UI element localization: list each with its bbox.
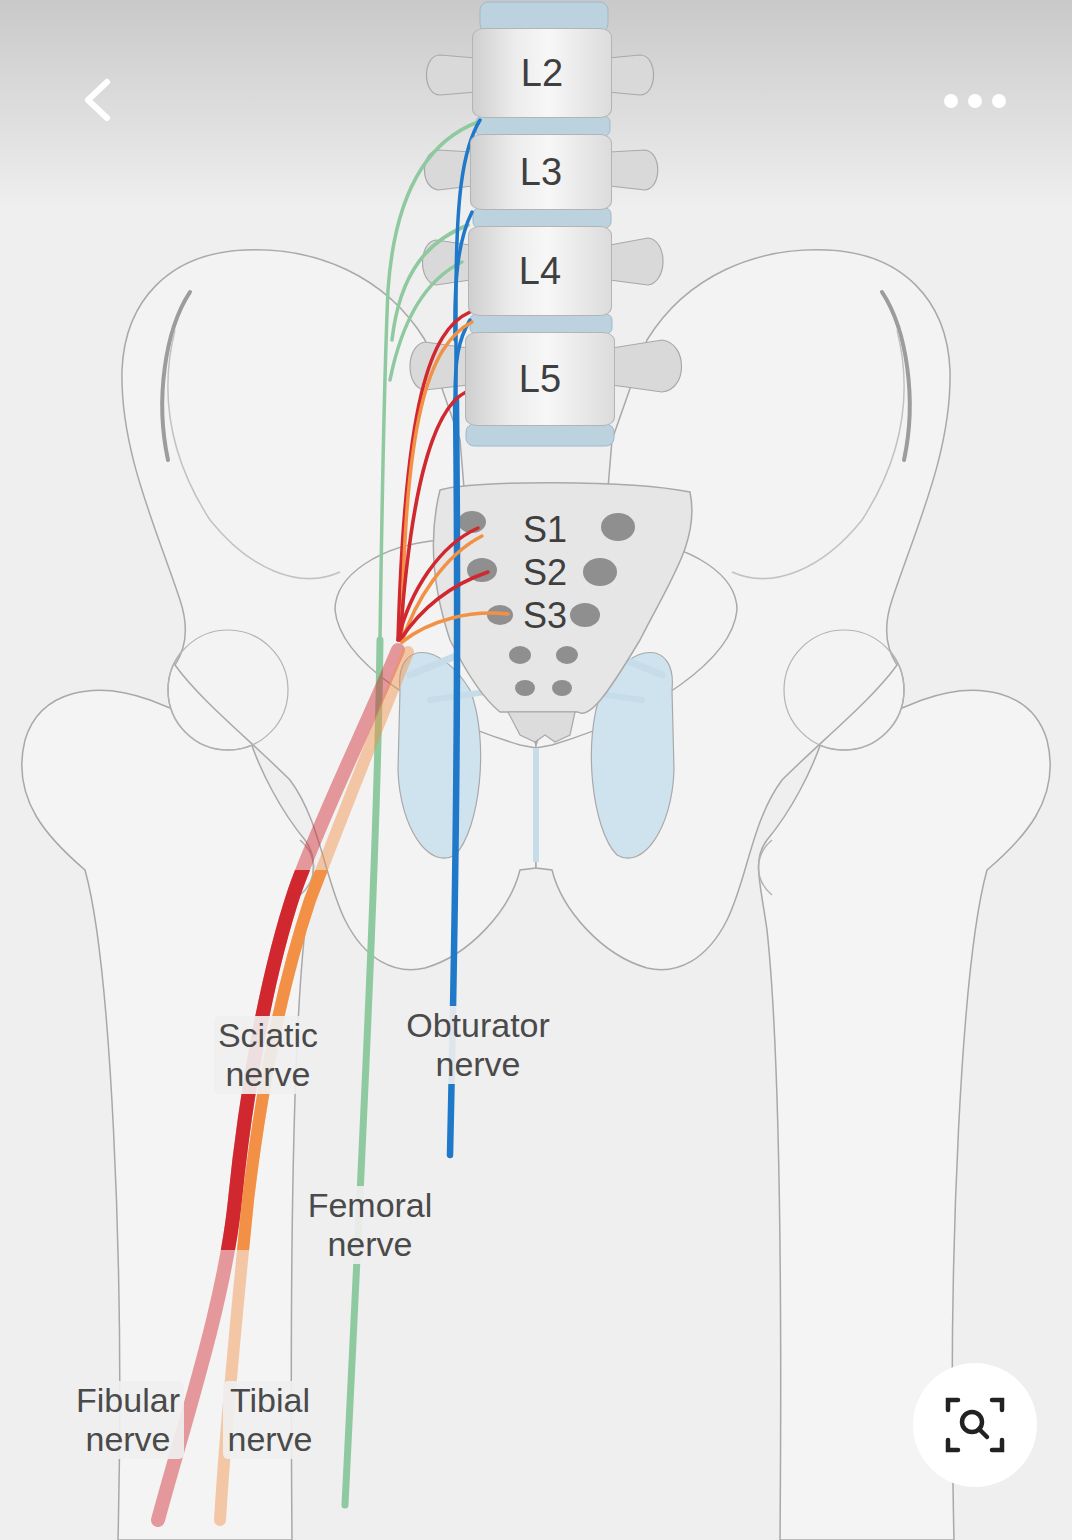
sacral-segment-label: S1 bbox=[523, 508, 567, 551]
phone-controls bbox=[88, 82, 1037, 1487]
vertebral-body: L5 bbox=[465, 332, 615, 426]
left-femoral-head bbox=[168, 630, 288, 750]
illustration-part bbox=[400, 572, 488, 640]
intervertebral-disc bbox=[470, 314, 612, 334]
search-icon bbox=[948, 1400, 1002, 1450]
pubic-symphysis bbox=[533, 748, 539, 862]
nerve-label: Tibial nerve bbox=[223, 1381, 316, 1459]
sacral-segment-label: S2 bbox=[523, 551, 567, 594]
vertebra-label: L5 bbox=[519, 357, 561, 401]
nerve-label: Obturator nerve bbox=[402, 1006, 554, 1084]
femurs bbox=[22, 630, 1050, 1540]
menu-dots bbox=[944, 94, 1006, 108]
sacrum-region: S1S2S3 bbox=[445, 508, 645, 645]
nerve-label: Fibular nerve bbox=[72, 1381, 184, 1459]
intervertebral-disc bbox=[473, 208, 611, 228]
illustration-part bbox=[380, 122, 478, 640]
illustration-part bbox=[612, 340, 682, 392]
sacrum bbox=[433, 483, 692, 742]
illustration-part bbox=[610, 238, 663, 285]
illustration-part bbox=[992, 94, 1006, 108]
illustration-part bbox=[979, 1429, 987, 1437]
illustration-part bbox=[968, 94, 982, 108]
illustration-part bbox=[948, 1400, 958, 1410]
illustration-part bbox=[402, 536, 482, 642]
coccyx bbox=[508, 712, 575, 742]
illustration-part bbox=[427, 55, 477, 95]
nerve-label: Femoral nerve bbox=[304, 1186, 437, 1264]
vertebra-label: L2 bbox=[521, 51, 563, 95]
illustration-part bbox=[402, 322, 472, 640]
top-shade bbox=[0, 0, 1072, 210]
vertebral-body: L3 bbox=[470, 134, 612, 210]
illustration-part bbox=[515, 680, 535, 696]
pelvis bbox=[122, 250, 950, 970]
illustration-part bbox=[583, 558, 617, 586]
illustration-part bbox=[390, 262, 462, 380]
vertebra-label: L4 bbox=[519, 249, 561, 293]
illustration-part bbox=[556, 646, 578, 664]
vertebral-body: L2 bbox=[472, 28, 612, 118]
sacrum-bone bbox=[433, 483, 692, 714]
illustration-part bbox=[944, 94, 958, 108]
illustration-part bbox=[610, 150, 658, 190]
illustration-part bbox=[992, 1440, 1002, 1450]
femoral-nerve bbox=[345, 122, 478, 1505]
illustration-part bbox=[948, 1440, 958, 1450]
intervertebral-disc bbox=[476, 116, 610, 136]
illustration-part bbox=[608, 55, 654, 95]
illustration-part bbox=[601, 513, 635, 541]
illustration-part bbox=[992, 1400, 1002, 1410]
search-button bbox=[913, 1363, 1037, 1487]
illustration-part bbox=[570, 603, 600, 627]
vertebral-body: L4 bbox=[468, 226, 612, 316]
right-femur bbox=[758, 630, 1050, 1540]
intervertebral-disc bbox=[466, 424, 614, 446]
illustration-part bbox=[402, 613, 508, 642]
back-chevron bbox=[88, 82, 107, 118]
sacral-segment-label: S3 bbox=[523, 594, 567, 637]
sciatic-trunk bbox=[158, 650, 408, 1520]
illustration-part bbox=[509, 646, 531, 664]
nerve-label: Sciatic nerve bbox=[214, 1016, 322, 1094]
nerves bbox=[158, 120, 508, 1520]
right-femoral-head bbox=[784, 630, 904, 750]
vertebra-label: L3 bbox=[520, 150, 562, 194]
spine bbox=[410, 2, 682, 446]
illustration-part bbox=[552, 680, 572, 696]
